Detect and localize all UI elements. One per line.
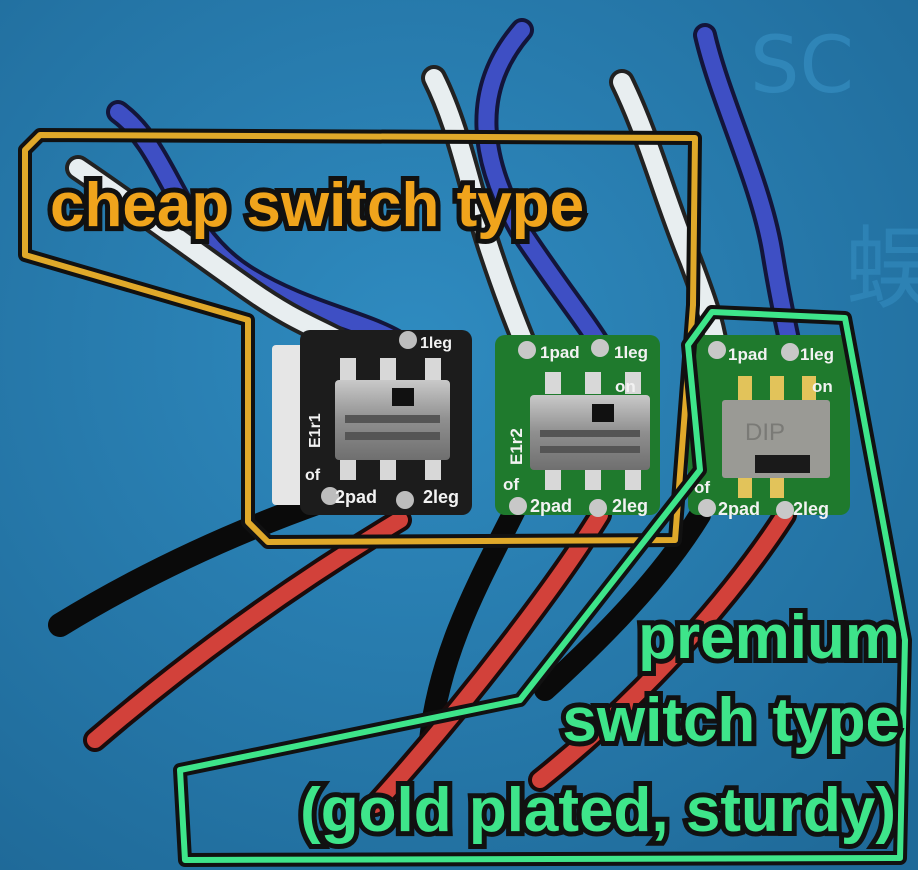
- premium-outline: [177, 309, 908, 863]
- svg-text:2leg: 2leg: [612, 496, 648, 516]
- white-wire-2: [425, 69, 534, 354]
- mat-embossed-text: SC: [750, 21, 854, 111]
- svg-text:1pad: 1pad: [540, 343, 580, 362]
- cheap-switch-label: cheap switch type: [45, 166, 589, 245]
- svg-text:1leg: 1leg: [800, 345, 834, 364]
- svg-text:1pad: 1pad: [728, 345, 768, 364]
- wires: [48, 18, 802, 817]
- svg-text:DIP: DIP: [745, 419, 785, 446]
- svg-text:of: of: [305, 467, 321, 484]
- premium-label-line-2: switch type: [557, 681, 905, 760]
- blue-wire-2: [478, 22, 608, 353]
- black-wire: [48, 488, 337, 637]
- dip-switch-slider: [755, 455, 810, 473]
- red-wire-3: [532, 507, 793, 788]
- green-board-middle: 1pad 1leg on 2pad 2leg of E1r2: [495, 335, 660, 517]
- svg-text:2pad: 2pad: [530, 496, 572, 516]
- svg-text:2leg: 2leg: [793, 499, 829, 519]
- mat-embossed-char: 蜈: [845, 217, 918, 322]
- svg-text:2pad: 2pad: [335, 487, 377, 507]
- switch-knob: [392, 388, 414, 406]
- svg-text:1leg: 1leg: [420, 335, 452, 352]
- svg-text:E1r1: E1r1: [307, 413, 324, 448]
- svg-text:1leg: 1leg: [614, 343, 648, 362]
- white-wire: [69, 159, 344, 347]
- svg-text:of: of: [503, 475, 519, 494]
- cheap-outline: [22, 132, 698, 545]
- svg-text:2pad: 2pad: [718, 499, 760, 519]
- svg-text:on: on: [812, 377, 833, 396]
- svg-text:E1r2: E1r2: [507, 428, 526, 465]
- premium-label-line-1: premium: [633, 598, 905, 677]
- svg-text:2leg: 2leg: [423, 487, 459, 507]
- premium-board: DIP 1pad 1leg on 2pad 2leg of: [688, 335, 850, 519]
- svg-text:on: on: [615, 377, 636, 396]
- cheap-board: 1leg 2pad 2leg of E1r1: [272, 330, 472, 515]
- black-wire-3: [534, 504, 711, 701]
- premium-label-line-3: (gold plated, sturdy): [295, 771, 901, 850]
